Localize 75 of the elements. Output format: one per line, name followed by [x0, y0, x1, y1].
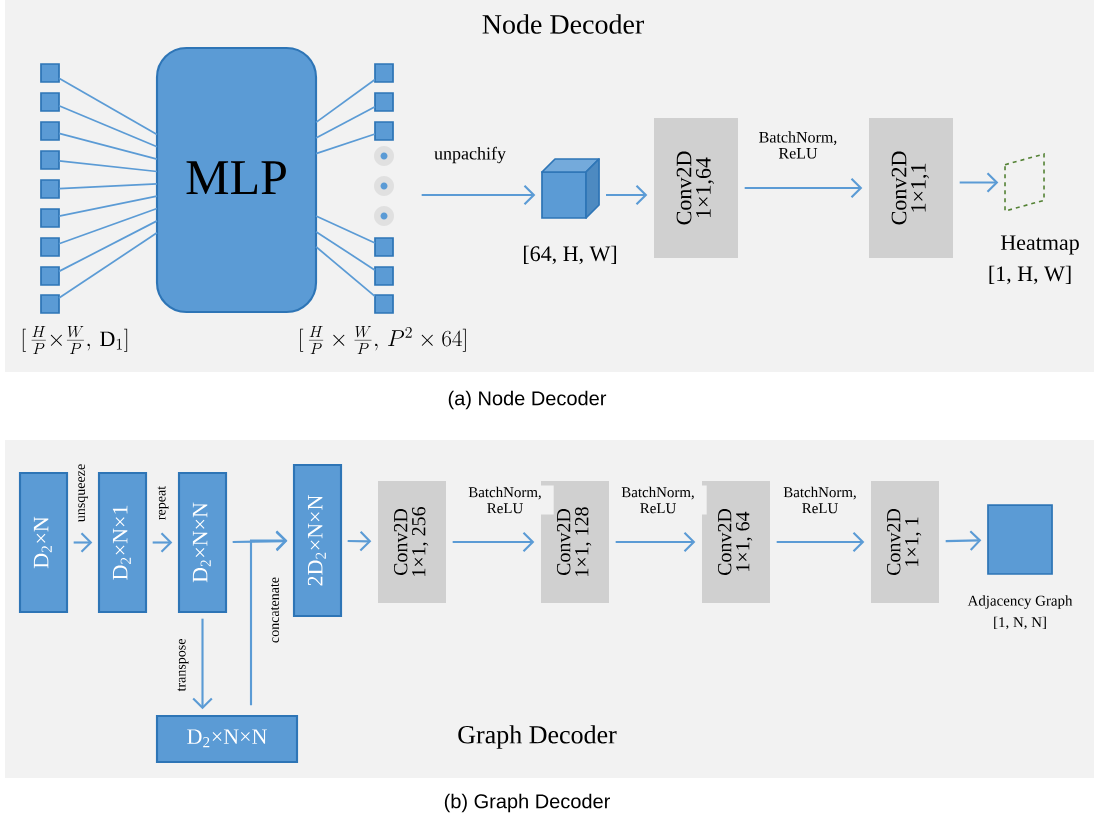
cube-block — [541, 158, 600, 219]
edge-label: transpose — [176, 637, 190, 693]
tensor-block: D$_{2}$×N×N — [177, 471, 228, 614]
edge-label: BatchNorm, ReLU — [456, 485, 554, 515]
connector-line — [58, 182, 158, 190]
node-label: Heatmap — [1000, 235, 1079, 255]
tensor-block: D$_{2}$×N — [18, 471, 69, 614]
input-square — [40, 266, 60, 286]
edge-label: BatchNorm, ReLU — [749, 130, 847, 160]
node-label: (a) Node Decoder — [448, 390, 607, 410]
node-label: [1, H, W] — [989, 265, 1071, 285]
connector-line — [58, 207, 158, 245]
input-square — [40, 121, 60, 141]
dimension-formula: $[\,\frac{H}{P}{\times}\frac{W}{P},\,\mathrm{D}_1]$ — [22, 326, 128, 354]
conv-block: Conv2D 1×1, 64 — [702, 481, 770, 603]
edge-label: unpachify — [432, 145, 508, 165]
connector-line — [58, 195, 158, 218]
connector-line — [58, 231, 158, 299]
connector-line — [58, 220, 158, 273]
output-square — [374, 237, 394, 257]
connector-line — [58, 104, 158, 148]
arrow — [421, 184, 536, 206]
tensor-block: D$_{2}$×N×N — [155, 714, 299, 764]
output-square — [374, 63, 394, 83]
connector-line — [315, 78, 376, 124]
arrow — [945, 530, 982, 551]
node-label: [64, H, W] — [524, 245, 616, 265]
arrow — [776, 531, 865, 553]
connector-line — [315, 105, 376, 139]
conv-block: Conv2D 1×1,64 — [654, 118, 738, 258]
tensor-block: D$_{2}$×N×1 — [97, 471, 148, 614]
connector-line — [58, 132, 158, 160]
panel-title: Node Decoder — [482, 14, 644, 34]
panel-title: Graph Decoder — [458, 725, 617, 749]
input-square — [40, 294, 60, 314]
input-square — [40, 237, 60, 257]
input-square — [40, 208, 60, 228]
arrow — [959, 172, 999, 193]
connector-line — [58, 160, 158, 173]
connector-line — [315, 215, 376, 244]
conv-block: Conv2D 1×1, 256 — [378, 481, 446, 603]
connector-line — [58, 77, 158, 136]
conv-block: Conv2D 1×1, 128 — [541, 481, 609, 603]
mlp-block: MLP — [155, 46, 318, 314]
input-square — [40, 179, 60, 199]
arrow — [347, 531, 372, 552]
tensor-block: 2D$_{2}$×N×N — [292, 463, 343, 618]
connector-line — [315, 133, 376, 155]
output-square — [374, 121, 394, 141]
output-square — [374, 266, 394, 286]
input-square — [40, 92, 60, 112]
output-square — [987, 504, 1053, 575]
input-square — [40, 150, 60, 170]
connector-line — [315, 230, 376, 271]
output-square — [374, 92, 394, 112]
node-label: Adjacency Graph — [967, 595, 1073, 609]
arrow — [452, 531, 535, 553]
arrow — [615, 531, 696, 553]
edge-label: repeat — [156, 484, 170, 522]
arrow — [744, 177, 863, 199]
input-square — [40, 63, 60, 83]
node-label: (b) Graph Decoder — [444, 793, 610, 813]
edge-label: BatchNorm, ReLU — [771, 485, 869, 515]
arrow — [192, 618, 213, 710]
arrow — [606, 184, 648, 206]
dimension-formula: $[\,\frac{H}{P}\times\frac{W}{P},\,P^{2}\times 64]$ — [300, 326, 466, 354]
arrow — [232, 531, 288, 552]
conv-block: Conv2D 1×1, 1 — [871, 481, 939, 603]
node-label: [1, N, N] — [994, 616, 1046, 630]
edge-label: BatchNorm, ReLU — [609, 485, 707, 515]
output-square — [374, 294, 394, 314]
connector-line — [315, 245, 376, 298]
edge-label: concatenate — [269, 575, 281, 645]
conv-block: Conv2D 1×1,1 — [869, 118, 953, 258]
arrow — [249, 530, 288, 706]
